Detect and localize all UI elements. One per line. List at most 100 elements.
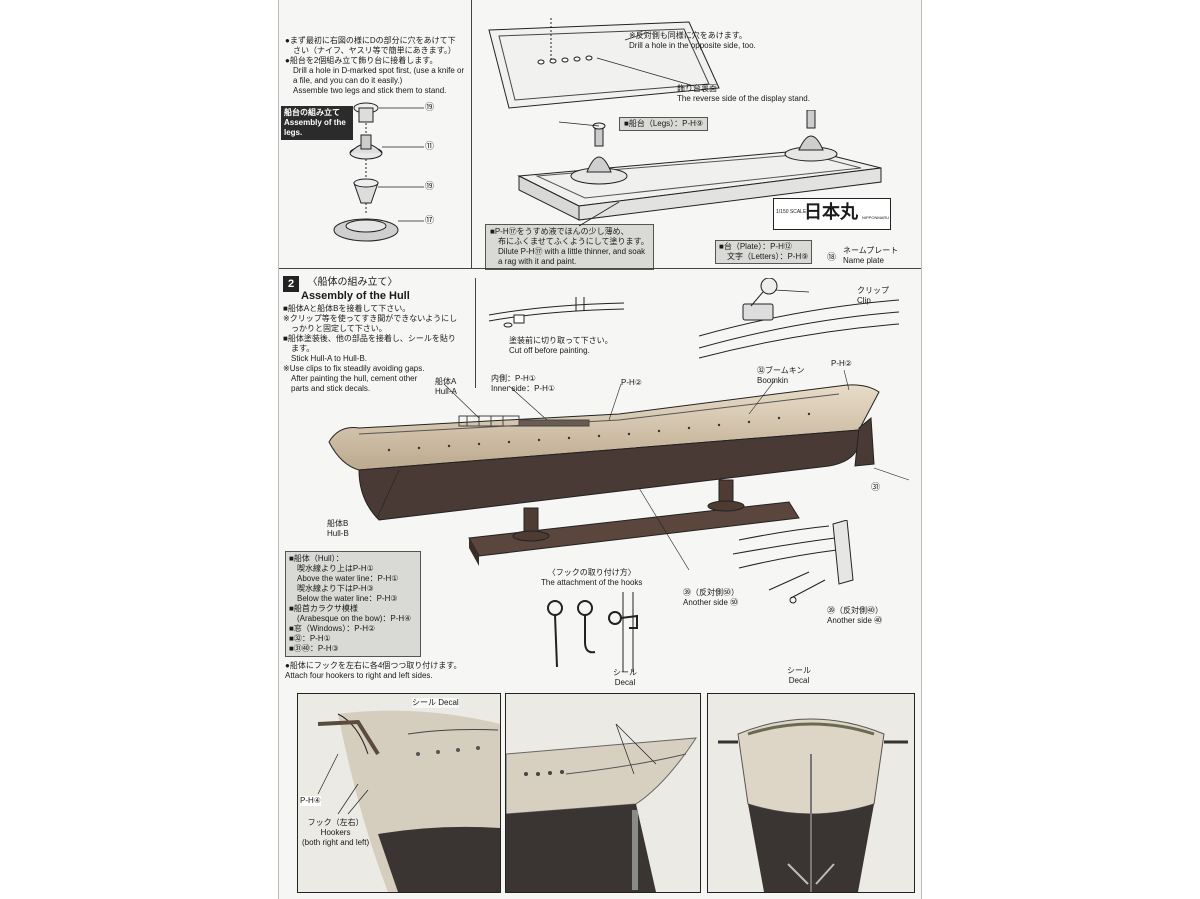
photo-stern-rear — [707, 693, 915, 893]
part-39b-line: Another side ㊵ — [827, 616, 883, 625]
step2-line: ■船体塗装後、他の部品を接着し、シールを貼り — [283, 334, 456, 343]
part-39-label: ㊴（反対側㊿） Another side ㊿ — [683, 588, 739, 608]
paint-line: ■船首カラクサ模様 — [289, 604, 358, 613]
part-number: ⑰ — [425, 215, 435, 225]
paint-line: 喫水線より上はP-H① — [289, 564, 374, 573]
paint-line: (Arabesque on the bow)：P-H④ — [289, 614, 412, 623]
inner-side-label: 内側：P-H① Inner side：P-H① — [491, 374, 555, 394]
section-divider — [279, 268, 921, 269]
step2-line: ※Use clips to fix steadily avoiding gaps… — [283, 364, 425, 373]
dilute-line: ■P-H⑰をうすめ液でほんの少し薄め、 — [490, 227, 629, 236]
boomkin-line: Boomkin — [757, 376, 789, 385]
legs-label: ■船台（Legs）：P-H⑨ — [619, 117, 709, 131]
step2-line: ます。 — [283, 344, 315, 353]
hookers-line: Hookers — [320, 828, 351, 837]
paint-line: Above the water line：P-H① — [289, 574, 399, 583]
part-number: ⑲ — [425, 181, 435, 191]
decal-line: シール — [613, 668, 637, 677]
step1-line: ●まず最初に右図の様にDの部分に穴をあけて下 — [285, 36, 456, 45]
decal-label: シール Decal — [613, 668, 637, 688]
hull-b-line: 船体B — [327, 519, 349, 528]
display-stand-drawing — [517, 110, 882, 221]
legs-assembly-box: 船台の組み立て Assembly of the legs. — [281, 106, 353, 140]
paint-code: P-H④ — [300, 796, 321, 806]
hull-a-line: Hull-A — [435, 387, 457, 396]
plate-letters-box: ■台（Plate）：P-H⑫ 文字（Letters）：P-H⑨ — [715, 240, 813, 264]
opposite-note-line: ※反対側も同様に穴をあけます。 — [629, 31, 747, 40]
photo-bow-left-art — [298, 694, 500, 892]
step2-instructions: ■船体Aと船体Bを接着して下さい。 ※クリップ等を使ってすき間ができないようにし… — [283, 304, 457, 394]
hookers-line: (both right and left) — [302, 838, 370, 847]
step2-line: Stick Hull-A to Hull-B. — [283, 354, 368, 363]
stand-reverse-drawing — [488, 18, 720, 109]
step-number: 2 — [283, 276, 299, 292]
hookers-line: フック（左右） — [307, 818, 364, 827]
stand-reverse-line: 飾り台裏面 — [677, 84, 717, 93]
nameplate-title: 日本丸 — [804, 202, 858, 223]
hookers-note-line: ●船体にフックを左右に各4個つつ取り付けます。 — [285, 661, 462, 670]
paint-spec-box: ■船体（Hull）： 喫水線より上はP-H① Above the water l… — [285, 551, 421, 657]
step2-title-jp: 〈船体の組み立て〉 — [307, 277, 398, 288]
step2-line: ※クリップ等を使ってすき間ができないようにし — [283, 314, 458, 323]
step1-line: さい（ナイフ、ヤスリ等で簡単にあきます。） — [285, 46, 456, 55]
step2-line: ■船体Aと船体Bを接着して下さい。 — [283, 304, 411, 313]
opposite-note-line: Drill a hole in the opposite side, too. — [629, 41, 756, 50]
step2-title-en: Assembly of the Hull — [301, 290, 410, 302]
paint-line: ■㉜：P-H① — [289, 634, 331, 643]
nameplate-label-line: ネームプレート — [843, 246, 899, 255]
photo-stern-side-art — [506, 694, 700, 892]
part-number: ⑲ — [425, 102, 435, 112]
boomkin-label: ㉜ブームキン Boomkin — [757, 366, 805, 386]
step2-heading: 2 〈船体の組み立て〉 — [283, 274, 397, 292]
cut-off-detail — [488, 297, 625, 328]
hooks-title-line: The attachment of the hooks — [541, 578, 643, 587]
part-39b-label: ㊴（反対側㊵） Another side ㊵ — [827, 606, 883, 626]
hooks-title: 〈フックの取り付け方〉 The attachment of the hooks — [541, 568, 642, 588]
clip-label-line: Clip — [857, 296, 871, 305]
paint-line: ■窓（Windows）：P-H② — [289, 624, 376, 633]
hookers-note: ●船体にフックを左右に各4個つつ取り付けます。 Attach four hook… — [285, 661, 461, 681]
step1-line: ●船台を2個組み立て飾り台に接着します。 — [285, 56, 438, 65]
decal-line: シール — [787, 666, 811, 675]
photo-bow-left: シール Decal P-H④ フック（左右） Hookers (both rig… — [297, 693, 501, 893]
clip-label-line: クリップ — [857, 286, 889, 295]
step1-line: Drill a hole in D-marked spot first, (us… — [285, 66, 465, 75]
cut-off-line: 塗装前に切り取って下さい。 — [509, 336, 613, 345]
divider — [475, 278, 476, 388]
legs-box-line: legs. — [284, 128, 303, 137]
part-number: ⑪ — [425, 141, 435, 151]
cut-off-line: Cut off before painting. — [509, 346, 590, 355]
photo-stern-side — [505, 693, 701, 893]
clip-label: クリップ Clip — [857, 286, 889, 306]
main-hull-drawing — [328, 370, 910, 570]
paint-line: ■船体（Hull）： — [289, 554, 344, 563]
nameplate-sub: NIPPONMARU — [862, 215, 890, 220]
dilute-note: ■P-H⑰をうすめ液でほんの少し薄め、 布にふくませてふくようにして塗ります。 … — [485, 224, 654, 270]
part-39b-line: ㊴（反対側㊵） — [827, 606, 883, 615]
paint-code: P-H② — [831, 359, 852, 368]
paint-line: 喫水線より下はP-H③ — [289, 584, 374, 593]
decal-label: シール Decal — [412, 698, 459, 708]
part-39-line: Another side ㊿ — [683, 598, 739, 607]
name-plate: 1/150 SCALE 日本丸 NIPPONMARU — [773, 198, 891, 230]
step2-line: After painting the hull, cement other — [283, 374, 418, 383]
step2-line: parts and stick decals. — [283, 384, 371, 393]
hookers-label: フック（左右） Hookers (both right and left) — [302, 818, 369, 848]
nameplate-label: ネームプレート Name plate — [843, 246, 898, 266]
part-number: ⑱ — [827, 252, 837, 262]
legs-box-line: Assembly of the — [284, 118, 346, 127]
step1-line: a file, and you can do it easily.) — [285, 76, 403, 85]
instruction-sheet: ●まず最初に右図の様にDの部分に穴をあけて下 さい（ナイフ、ヤスリ等で簡単にあき… — [278, 0, 922, 899]
inner-side-line: 内側：P-H① — [491, 374, 536, 383]
plate-label: ■台（Plate）：P-H⑫ — [719, 242, 792, 251]
hull-a-label: 船体A Hull-A — [435, 377, 457, 397]
dilute-line: a rag with it and paint. — [490, 257, 577, 266]
hull-b-label: 船体B Hull-B — [327, 519, 349, 539]
letters-label: 文字（Letters）：P-H⑨ — [719, 252, 809, 261]
cut-off-note: 塗装前に切り取って下さい。 Cut off before painting. — [509, 336, 613, 356]
clip-detail — [699, 278, 899, 359]
paint-line: ■㉛㊵：P-H③ — [289, 644, 339, 653]
nameplate-label-line: Name plate — [843, 256, 884, 265]
step1-line: Assemble two legs and stick them to stan… — [285, 86, 447, 95]
hull-a-line: 船体A — [435, 377, 457, 386]
